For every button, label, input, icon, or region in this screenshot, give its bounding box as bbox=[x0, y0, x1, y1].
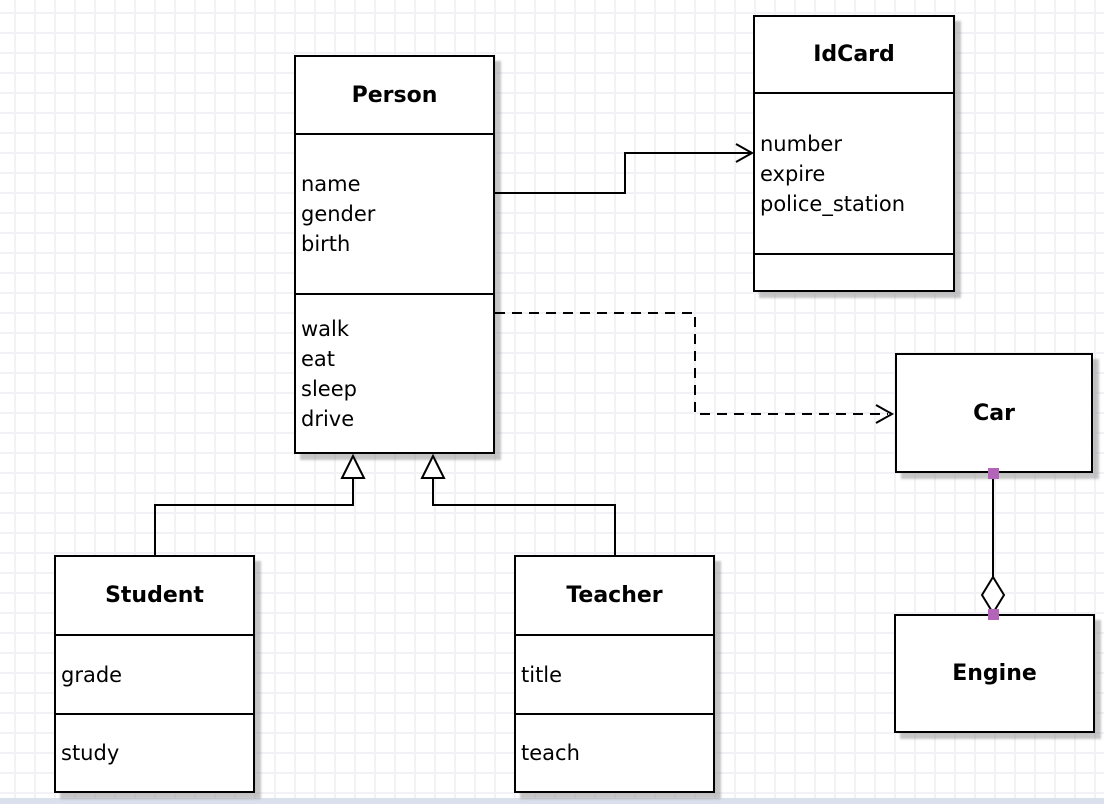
class-box-car[interactable]: Car bbox=[895, 353, 1093, 473]
class-box-teacher[interactable]: Teacher title teach bbox=[514, 555, 715, 793]
attribute: title bbox=[521, 662, 563, 687]
method: eat bbox=[301, 346, 336, 371]
class-methods: walk eat sleep drive bbox=[296, 295, 493, 452]
open-arrowhead-icon bbox=[875, 404, 895, 424]
attribute: gender bbox=[301, 202, 376, 226]
hollow-diamond-icon bbox=[980, 575, 1006, 615]
attribute: police_station bbox=[760, 191, 906, 216]
method: walk bbox=[301, 316, 350, 341]
method: sleep bbox=[301, 376, 357, 401]
class-methods: teach bbox=[516, 715, 713, 791]
attribute: grade bbox=[61, 662, 123, 687]
class-title: Engine bbox=[952, 661, 1037, 686]
class-attributes: grade bbox=[56, 636, 253, 715]
class-attributes: name gender birth bbox=[296, 135, 493, 295]
canvas-bottom-edge bbox=[0, 798, 1104, 804]
method: study bbox=[61, 741, 120, 765]
class-methods: study bbox=[56, 715, 253, 791]
class-title: Student bbox=[56, 557, 253, 636]
hollow-triangle-icon bbox=[340, 453, 366, 479]
class-box-engine[interactable]: Engine bbox=[894, 614, 1095, 733]
class-title: Teacher bbox=[516, 557, 713, 636]
class-attributes: number expire police_station bbox=[755, 94, 953, 255]
method: drive bbox=[301, 406, 355, 431]
attribute: name bbox=[301, 172, 361, 196]
aggregation-car-engine[interactable] bbox=[980, 468, 1006, 620]
class-box-student[interactable]: Student grade study bbox=[54, 555, 255, 793]
class-title: IdCard bbox=[755, 17, 953, 94]
hollow-triangle-icon bbox=[420, 453, 446, 479]
class-box-idcard[interactable]: IdCard number expire police_station bbox=[753, 15, 955, 292]
class-title: Person bbox=[296, 57, 493, 135]
class-box-person[interactable]: Person name gender birth walk eat sleep … bbox=[294, 55, 495, 454]
attribute: number bbox=[760, 131, 842, 156]
open-arrowhead-icon bbox=[735, 143, 755, 163]
class-methods-empty bbox=[755, 255, 953, 290]
class-attributes: title bbox=[516, 636, 713, 715]
generalization-teacher-person[interactable] bbox=[420, 453, 616, 555]
attribute: birth bbox=[301, 232, 351, 256]
class-title: Car bbox=[973, 400, 1015, 426]
attribute: expire bbox=[760, 161, 826, 186]
association-person-idcard[interactable] bbox=[495, 143, 755, 194]
dependency-person-car[interactable] bbox=[495, 312, 895, 424]
method: teach bbox=[521, 741, 580, 765]
generalization-student-person[interactable] bbox=[154, 453, 366, 555]
